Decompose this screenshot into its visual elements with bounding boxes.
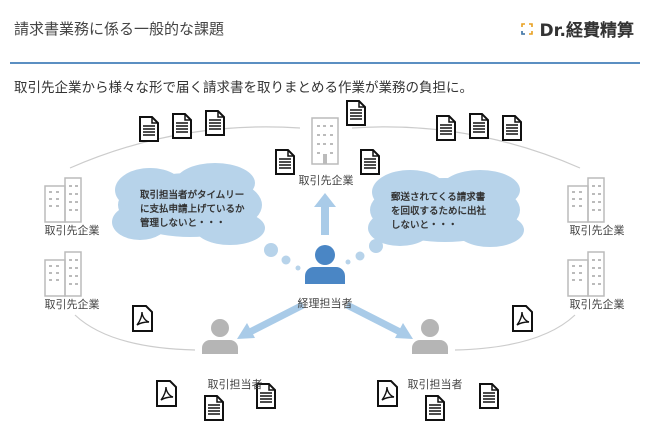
building-icon xyxy=(311,117,339,165)
logo: Dr.経費精算 xyxy=(521,16,634,41)
accountant-person-icon xyxy=(305,245,345,284)
thought-text-left: 取引担当者がタイムリー に支払申請上げているか 管理しないと・・・ xyxy=(140,189,245,231)
staff-left-label: 取引担当者 xyxy=(207,378,263,391)
building-icon xyxy=(567,177,605,223)
thought-line: 管理しないと・・・ xyxy=(140,218,226,229)
right-company-label-1: 取引先企業 xyxy=(569,224,625,237)
left-company-label-2: 取引先企業 xyxy=(44,298,100,311)
arrow-down-left xyxy=(237,301,305,339)
right-company-label-2: 取引先企業 xyxy=(569,298,625,311)
thought-cloud-left xyxy=(112,163,265,245)
thought-line: を回収するために出社 xyxy=(391,206,487,217)
building-icon xyxy=(567,251,605,297)
thought-line: 取引担当者がタイムリー xyxy=(140,190,245,201)
thought-bubbles xyxy=(264,239,383,271)
flow-arc xyxy=(454,314,576,351)
center-company-label: 取引先企業 xyxy=(298,174,354,187)
arrow-down-right xyxy=(345,301,413,339)
staff-person-icon xyxy=(412,319,448,354)
thought-text-right: 郵送されてくる請求書 を回収するために出社 しないと・・・ xyxy=(391,191,486,233)
page-title: 請求書業務に係る一般的な課題 xyxy=(14,20,225,38)
staff-person-icon xyxy=(202,319,238,354)
logo-bracket-icon xyxy=(521,22,534,35)
staff-right-label: 取引担当者 xyxy=(407,378,463,391)
logo-text: Dr.経費精算 xyxy=(539,21,634,41)
subtitle: 取引先企業から様々な形で届く請求書を取りまとめる作業が業務の負担に。 xyxy=(14,80,473,96)
building-icon xyxy=(44,251,82,297)
left-company-label-1: 取引先企業 xyxy=(44,224,100,237)
flow-arc xyxy=(74,314,196,351)
thought-line: に支払申請上げているか xyxy=(140,204,245,215)
thought-line: 郵送されてくる請求書 xyxy=(391,192,486,203)
pdf-icon xyxy=(132,305,533,407)
flow-arc xyxy=(351,126,581,169)
thought-cloud-right xyxy=(368,170,524,247)
accountant-label: 経理担当者 xyxy=(297,297,353,310)
building-icon xyxy=(44,177,82,223)
header-divider xyxy=(10,62,640,64)
thought-line: しないと・・・ xyxy=(391,220,458,231)
arrow-up xyxy=(314,193,336,235)
